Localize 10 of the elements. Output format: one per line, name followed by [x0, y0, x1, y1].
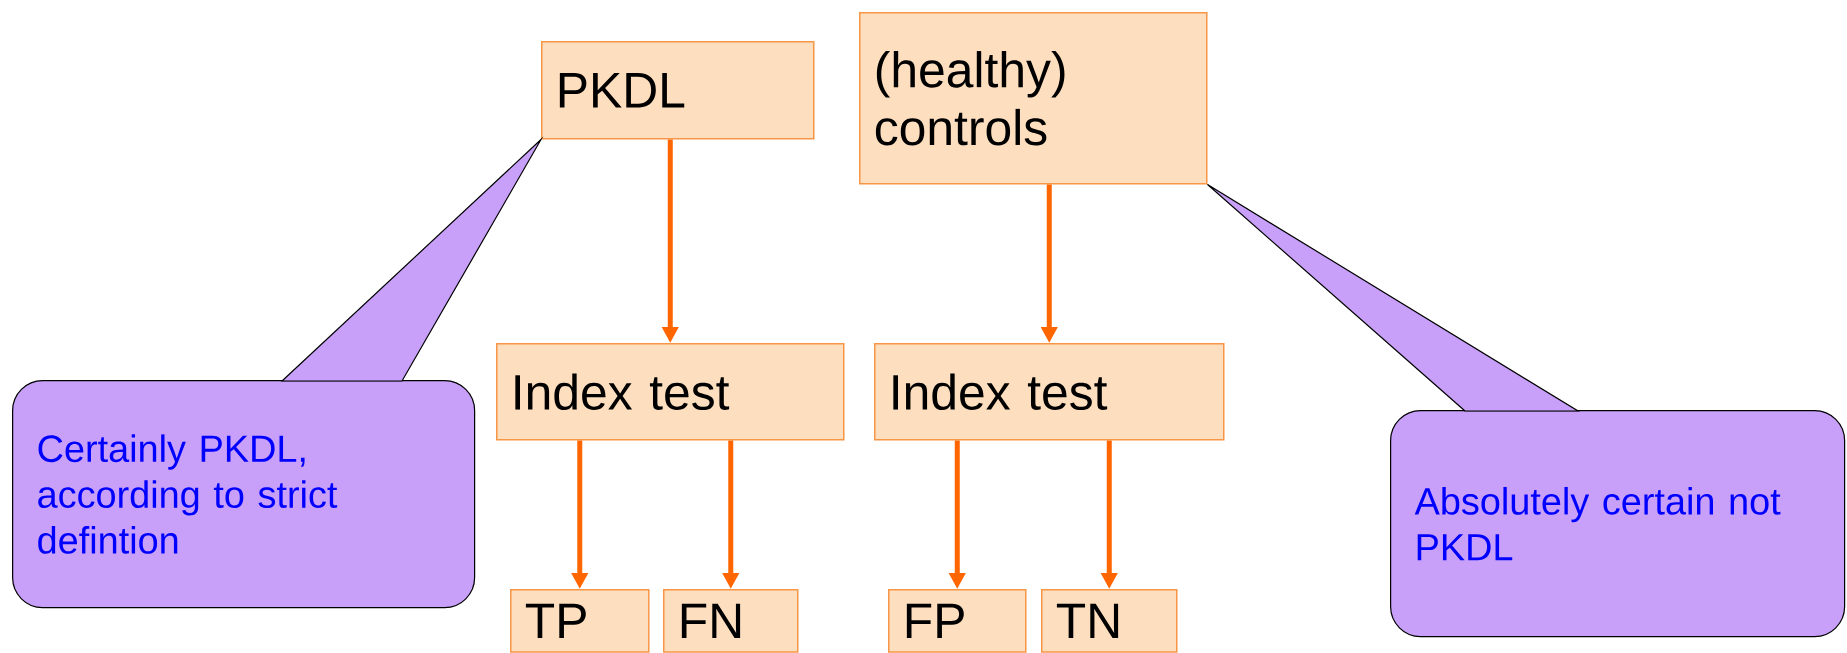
process-box: (healthy) controls	[859, 12, 1208, 185]
callout-box: Certainly PKDL, according to strict defintion	[12, 380, 476, 609]
callout-box: Absolutely certain not PKDL	[1390, 410, 1846, 638]
process-box: Index test	[496, 343, 845, 441]
process-box: FN	[663, 589, 799, 653]
process-box: PKDL	[541, 41, 815, 140]
process-box: Index test	[874, 343, 1225, 441]
process-box: FP	[888, 589, 1027, 653]
process-box: TN	[1041, 589, 1178, 653]
process-box: TP	[510, 589, 650, 653]
